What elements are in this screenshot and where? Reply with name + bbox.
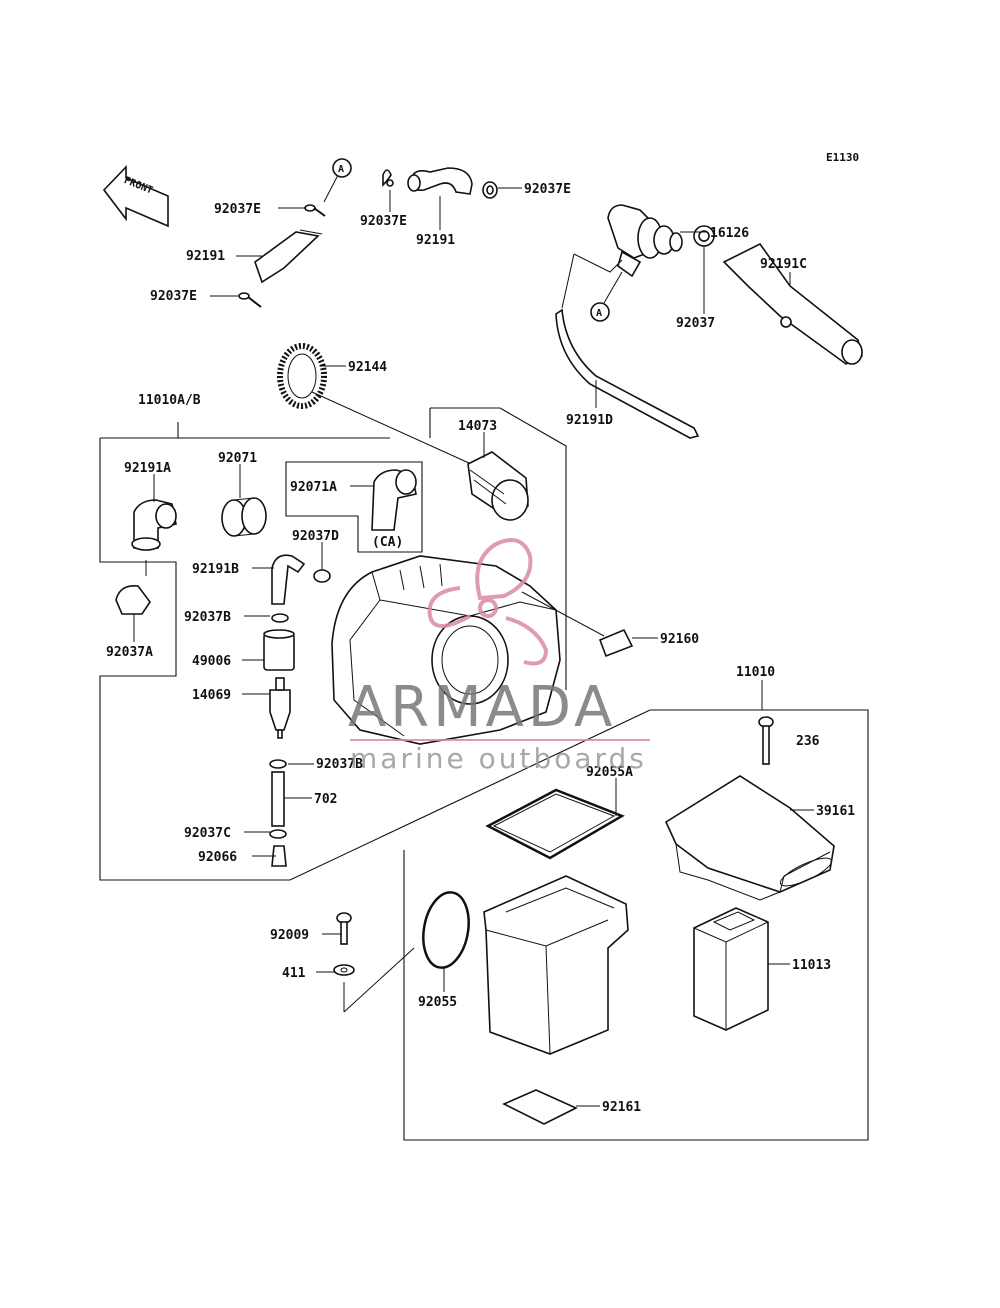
air-box-housing [331, 555, 561, 745]
label-11010AB: 11010A/B [138, 393, 201, 408]
label-92191D: 92191D [566, 413, 613, 428]
label-92071: 92071 [218, 451, 257, 466]
label-92191-b: 92191 [416, 233, 455, 248]
watermark-brand: ARMADA [348, 675, 616, 740]
bolt-236 [758, 716, 774, 765]
clamp-92037B-upper [271, 613, 289, 623]
clamp-92037E-bottom-left [238, 292, 262, 308]
label-92055: 92055 [418, 995, 457, 1010]
label-92037E-d: 92037E [524, 182, 571, 197]
filter-49006 [263, 629, 295, 671]
label-92191C: 92191C [760, 257, 807, 272]
clamp-92037A [115, 584, 151, 615]
label-92191B: 92191B [192, 562, 239, 577]
label-92144: 92144 [348, 360, 387, 375]
label-39161: 39161 [816, 804, 855, 819]
spring-ring-92144 [277, 343, 327, 409]
label-92055A: 92055A [586, 765, 633, 780]
label-14069: 14069 [192, 688, 231, 703]
label-92160: 92160 [660, 632, 699, 647]
label-11013: 11013 [792, 958, 831, 973]
element-11013 [693, 907, 769, 1031]
diagram-code: E1130 [826, 151, 859, 164]
clamp-92037E-middle [382, 169, 394, 187]
clamp-92037E-right [482, 181, 498, 199]
callout-a-top-letter: A [338, 164, 344, 175]
washer-411 [333, 964, 355, 976]
callout-a-right-letter: A [596, 308, 602, 319]
label-92037: 92037 [676, 316, 715, 331]
leader-lines [133, 187, 814, 1107]
watermark-tagline: marine outboards [350, 742, 647, 775]
hose-92191-left [254, 229, 323, 284]
label-11010: 11010 [736, 665, 775, 680]
label-92191-a: 92191 [186, 249, 225, 264]
cap-92037D [313, 569, 331, 583]
o-ring-92055 [422, 891, 470, 969]
duct-14073 [467, 451, 529, 521]
label-92037A: 92037A [106, 645, 153, 660]
tube-702 [271, 771, 285, 827]
callout-a-top [332, 158, 352, 178]
label-92191A: 92191A [124, 461, 171, 476]
label-92071A: 92071A [290, 480, 337, 495]
elbow-92071A [371, 469, 417, 531]
label-92161: 92161 [602, 1100, 641, 1115]
fitting-92066 [271, 845, 287, 867]
label-92066: 92066 [198, 850, 237, 865]
grommet-92071 [221, 497, 267, 537]
gasket-92055A [485, 788, 625, 860]
label-236: 236 [796, 734, 820, 749]
label-92037C: 92037C [184, 826, 231, 841]
label-49006: 49006 [192, 654, 231, 669]
case-11010 [483, 875, 629, 1055]
hose-92191C [722, 242, 863, 365]
label-92037B-a: 92037B [184, 610, 231, 625]
label-16126: 16126 [710, 226, 749, 241]
clamp-92037C [269, 829, 287, 839]
label-92037E-c: 92037E [360, 214, 407, 229]
label-92037D: 92037D [292, 529, 339, 544]
fuel-filter-14069 [269, 677, 291, 739]
propeller-logo-icon [427, 538, 549, 666]
pad-92161 [502, 1089, 578, 1125]
pad-92160 [598, 628, 634, 658]
label-92037E-a: 92037E [214, 202, 261, 217]
tube-92191D [555, 253, 700, 439]
cover-39161 [664, 775, 835, 901]
hose-92191B [271, 554, 306, 605]
label-702: 702 [314, 792, 337, 807]
screw-92009 [336, 912, 352, 945]
clamp-92037B-lower [269, 759, 287, 769]
label-411: 411 [282, 966, 306, 981]
clamp-92037E-top-left [304, 204, 326, 217]
label-92009: 92009 [270, 928, 309, 943]
armada-watermark: ARMADA marine outboards [348, 538, 650, 775]
front-arrow-icon: FRONT [102, 165, 169, 228]
label-92037E-b: 92037E [150, 289, 197, 304]
variant-note: (CA) [372, 535, 403, 550]
hose-92191-middle [407, 167, 473, 195]
callout-a-right [590, 302, 610, 322]
label-92037B-b: 92037B [316, 757, 363, 772]
elbow-92191A [131, 499, 177, 551]
label-14073: 14073 [458, 419, 497, 434]
valve-16126 [607, 204, 683, 278]
